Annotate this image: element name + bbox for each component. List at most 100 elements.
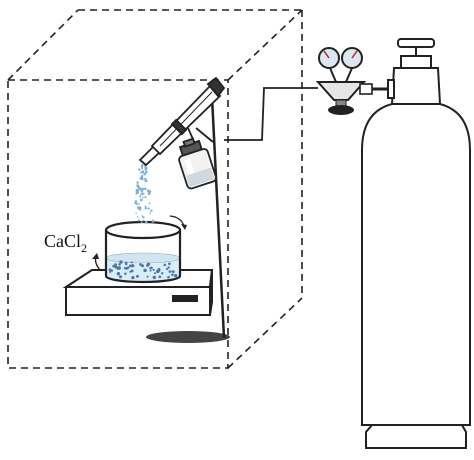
airbrush-clamp <box>195 127 214 143</box>
cylinder-valve-body <box>400 55 432 69</box>
spray-droplet <box>145 221 148 224</box>
spray-droplet <box>145 168 148 171</box>
spray-droplet <box>141 196 144 199</box>
spray-droplet <box>135 188 139 193</box>
gauge-stem-left <box>329 67 337 83</box>
beaker-rim <box>104 220 182 240</box>
alginate-bead <box>143 268 147 273</box>
alginate-bead <box>149 269 152 272</box>
alginate-bead <box>158 275 162 279</box>
spray-droplet <box>140 166 144 170</box>
alginate-bead <box>167 266 170 269</box>
gauge-stem-right <box>345 67 353 83</box>
spray-droplet <box>144 205 147 208</box>
rotation-arrows <box>92 215 187 271</box>
spray-droplet <box>138 203 140 205</box>
alginate-bead <box>124 262 128 266</box>
spray-droplet <box>135 212 137 214</box>
spray-droplet <box>144 207 147 210</box>
cylinder-valve-port <box>387 79 395 99</box>
alginate-bead <box>146 263 150 267</box>
spray-droplet <box>140 192 144 196</box>
stand-base-shadow <box>146 331 230 343</box>
cacl2-label: CaCl2 <box>44 231 87 255</box>
rotation-arrowhead-left <box>92 253 99 259</box>
spray-droplet <box>144 177 147 180</box>
spray-droplet <box>148 202 151 205</box>
alginate-bead <box>146 275 149 278</box>
alginate-bead <box>163 263 167 267</box>
alginate-bead <box>171 270 174 273</box>
cacl2-label-subscript: 2 <box>81 241 87 255</box>
gas-cylinder-icon <box>361 38 471 449</box>
alginate-bead <box>139 263 142 266</box>
airbrush-highlight <box>159 91 213 147</box>
alginate-beads <box>108 260 178 280</box>
spray-droplet <box>145 170 148 174</box>
airbrush-tail <box>206 76 226 98</box>
spray-droplet <box>141 170 144 173</box>
alginate-bead <box>129 270 132 273</box>
alginate-bead <box>109 270 112 273</box>
alginate-bead <box>124 272 127 276</box>
spray-droplet <box>139 194 141 197</box>
rotation-arrowhead-right <box>181 224 187 230</box>
stirrer-side <box>209 269 213 316</box>
spray-droplet <box>147 207 150 210</box>
spray-droplet <box>140 164 144 167</box>
cylinder-body <box>361 103 471 426</box>
alginate-bead <box>116 266 119 269</box>
stirrer-display <box>172 295 198 302</box>
enclosure-edge-bottom-right <box>227 297 303 369</box>
alginate-bead <box>116 272 121 276</box>
alginate-bead <box>131 275 135 280</box>
spray-droplets <box>134 164 155 224</box>
beaker-liquid-surface <box>105 252 181 264</box>
beaker-wall <box>104 230 182 284</box>
spray-droplet <box>138 206 142 210</box>
cylinder-handwheel <box>397 38 435 48</box>
alginate-bead <box>168 270 172 273</box>
spray-droplet <box>136 203 138 206</box>
spray-droplet <box>137 216 139 218</box>
spray-droplet <box>135 202 138 204</box>
spray-droplet <box>142 219 145 222</box>
bottle-neck <box>182 137 196 148</box>
alginate-bead <box>174 274 178 278</box>
regulator-valve-connector <box>359 83 373 95</box>
alginate-bead <box>118 263 121 266</box>
spray-droplet <box>135 192 138 195</box>
beaker-liquid <box>106 258 180 282</box>
enclosure-edge-top-right <box>227 9 303 81</box>
spray-droplet <box>147 192 151 196</box>
spray-droplet <box>142 216 145 219</box>
spray-droplet <box>138 168 141 171</box>
alginate-bead <box>153 272 157 275</box>
spray-droplet <box>144 196 147 199</box>
spray-droplet <box>139 198 143 202</box>
spray-droplet <box>137 186 141 189</box>
alginate-bead <box>171 273 174 277</box>
alginate-bead <box>165 268 169 271</box>
airbrush-sprayer-icon <box>138 76 226 190</box>
spray-droplet <box>139 172 141 174</box>
alginate-bead <box>119 260 123 264</box>
stand-rod <box>210 96 226 339</box>
alginate-bead <box>123 267 126 270</box>
spray-droplet <box>151 219 155 223</box>
spray-droplet <box>141 187 145 191</box>
bottle-liquid <box>186 167 215 188</box>
alginate-bead <box>160 272 164 275</box>
spray-droplet <box>141 215 144 218</box>
paint-reservoir-bottle <box>178 137 217 190</box>
alginate-bead <box>126 266 130 269</box>
alginate-bead <box>119 275 122 279</box>
alginate-bead <box>112 264 116 268</box>
spray-droplet <box>134 200 137 203</box>
spray-droplet <box>144 179 148 183</box>
spray-droplet <box>139 176 143 180</box>
alginate-bead <box>136 274 139 278</box>
regulator-funnel <box>315 81 367 101</box>
alginate-bead <box>131 264 135 268</box>
